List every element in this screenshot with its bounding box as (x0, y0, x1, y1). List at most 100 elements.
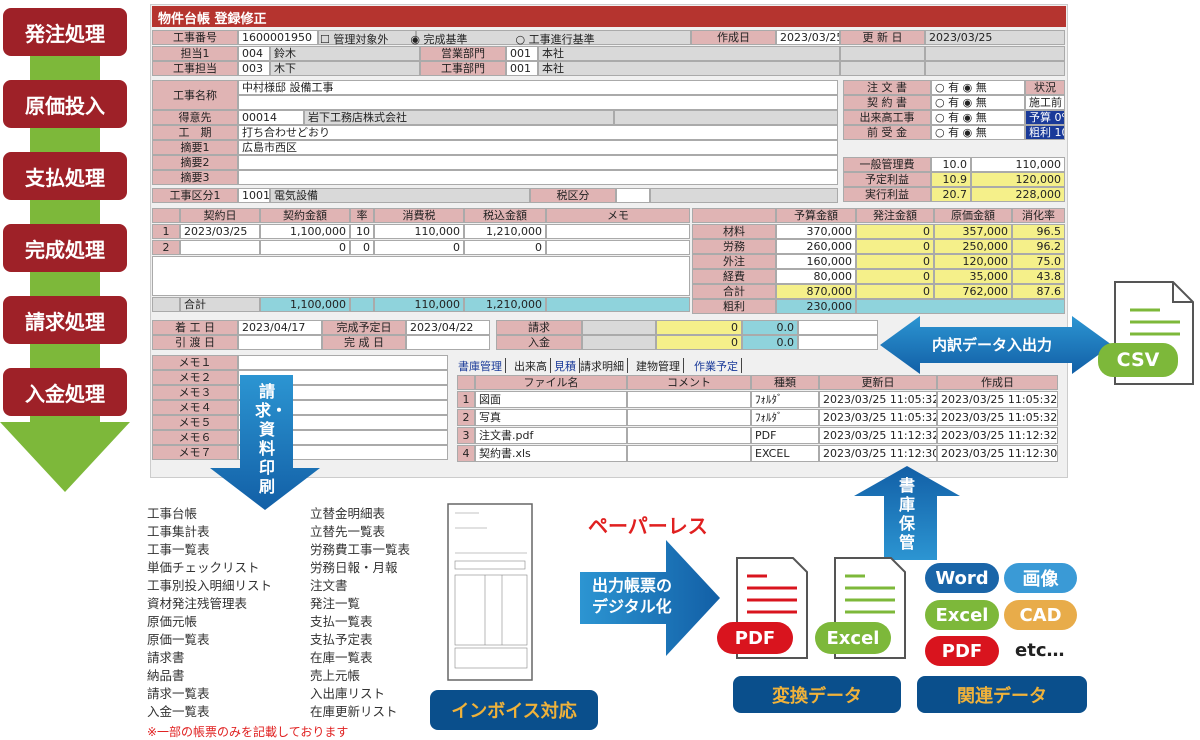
tab[interactable]: 出来高 (511, 358, 551, 373)
budget-cell: 0 (856, 224, 934, 239)
label: 税区分 (530, 188, 616, 203)
contract-cell[interactable]: 1,100,000 (260, 224, 350, 239)
budget-cell: 96.5 (1012, 224, 1065, 239)
cost-rate[interactable]: 10.9 (931, 172, 971, 187)
tanto1-code[interactable]: 004 (238, 46, 270, 61)
file-cell[interactable]: 2023/03/25 11:05:32 (937, 409, 1058, 426)
budget-cell[interactable]: 260,000 (776, 239, 856, 254)
file-cell[interactable]: EXCEL (751, 445, 819, 462)
zei-input[interactable] (616, 188, 650, 203)
tab[interactable]: 請求明細 (577, 358, 628, 373)
tab[interactable]: 作業予定 (691, 358, 742, 373)
eigyo-code[interactable]: 001 (506, 46, 538, 61)
file-cell[interactable]: 4 (457, 445, 475, 462)
meisho-input[interactable]: 中村様邸 設備工事 (238, 80, 838, 95)
kouki-input[interactable]: 打ち合わせどおり (238, 125, 838, 140)
tab[interactable]: 建物管理 (633, 358, 684, 373)
file-cell[interactable]: 2 (457, 409, 475, 426)
file-cell[interactable]: 写真 (475, 409, 627, 426)
sakusei-date[interactable]: 2023/03/25 (776, 30, 840, 45)
contract-cell[interactable]: 10 (350, 224, 374, 239)
status-radio[interactable]: ○ 有 ◉ 無 (931, 110, 1025, 125)
budget-cell[interactable]: 160,000 (776, 254, 856, 269)
file-header[interactable]: コメント (627, 375, 751, 390)
note: ※一部の帳票のみを記載しております (147, 725, 349, 739)
tab[interactable]: 書庫管理 (455, 358, 506, 373)
contract-cell[interactable]: 2023/03/25 (180, 224, 260, 239)
contract-cell[interactable] (180, 240, 260, 255)
meisho-input-2[interactable] (238, 95, 838, 110)
kubun-code[interactable]: 1001 (238, 188, 270, 203)
radio-group (416, 30, 691, 45)
blank (798, 320, 878, 335)
status-radio[interactable]: ○ 有 ◉ 無 (931, 80, 1025, 95)
file-cell[interactable] (627, 427, 751, 444)
tekiyo1-input[interactable]: 広島市西区 (238, 140, 838, 155)
file-cell[interactable] (627, 391, 751, 408)
contract-cell[interactable]: 0 (464, 240, 546, 255)
shinko-radio[interactable]: ○ 工事進行基準 (515, 33, 595, 46)
budget-cell[interactable]: 370,000 (776, 224, 856, 239)
contract-header: 消費税 (374, 208, 464, 223)
yotei-date[interactable]: 2023/04/22 (406, 320, 490, 335)
file-header[interactable]: 作成日 (937, 375, 1058, 390)
invoice-label: インボイス対応 (430, 690, 598, 730)
contract-cell[interactable] (546, 224, 690, 239)
status-radio[interactable]: ○ 有 ◉ 無 (931, 125, 1025, 140)
contract-cell[interactable]: 110,000 (374, 224, 464, 239)
file-cell[interactable]: 図面 (475, 391, 627, 408)
tekiyo2-input[interactable] (238, 155, 838, 170)
chakko-date[interactable]: 2023/04/17 (238, 320, 322, 335)
hikiwatashi-date[interactable] (238, 335, 322, 350)
file-cell[interactable]: 2023/03/25 11:12:30 (819, 445, 937, 462)
blank (614, 110, 838, 125)
contract-cell[interactable]: 0 (374, 240, 464, 255)
contract-cell[interactable] (546, 240, 690, 255)
file-cell[interactable]: 3 (457, 427, 475, 444)
file-cell[interactable]: PDF (751, 427, 819, 444)
cost-rate[interactable]: 10.0 (931, 157, 971, 172)
file-cell[interactable]: 1 (457, 391, 475, 408)
file-cell[interactable]: 2023/03/25 11:05:32 (937, 391, 1058, 408)
file-cell[interactable] (627, 445, 751, 462)
budget-cell: 96.2 (1012, 239, 1065, 254)
kanri-checkbox[interactable]: ☐ 管理対象外 (320, 33, 389, 46)
eigyo-name: 本社 (538, 46, 840, 61)
file-header[interactable]: ファイル名 (475, 375, 627, 390)
file-cell[interactable]: 注文書.pdf (475, 427, 627, 444)
file-cell[interactable]: 契約書.xls (475, 445, 627, 462)
koji-tanto-code[interactable]: 003 (238, 61, 270, 76)
file-cell[interactable]: ﾌｫﾙﾀﾞ (751, 391, 819, 408)
file-cell[interactable] (627, 409, 751, 426)
file-cell[interactable]: 2023/03/25 11:05:32 (819, 409, 937, 426)
memo-input[interactable] (238, 355, 448, 370)
report-list-right: 立替金明細表立替先一覧表労務費工事一覧表労務日報・月報注文書発注一覧支払一覧表支… (310, 505, 410, 721)
file-cell[interactable]: 2023/03/25 11:12:30 (937, 445, 1058, 462)
kansei-date[interactable] (406, 335, 490, 350)
file-header[interactable]: 更新日 (819, 375, 937, 390)
contract-cell[interactable]: 1,210,000 (464, 224, 546, 239)
budget-cell[interactable]: 870,000 (776, 284, 856, 299)
tokui-code[interactable]: 00014 (238, 110, 304, 125)
memo-label: メモ５ (152, 415, 238, 430)
file-cell[interactable]: ﾌｫﾙﾀﾞ (751, 409, 819, 426)
file-cell[interactable]: 2023/03/25 11:05:32 (819, 391, 937, 408)
contract-cell[interactable]: 0 (350, 240, 374, 255)
status-radio[interactable]: ○ 有 ◉ 無 (931, 95, 1025, 110)
report-item: 注文書 (310, 578, 348, 593)
budget-cell: 0 (856, 254, 934, 269)
contract-cell[interactable]: 0 (260, 240, 350, 255)
tab[interactable]: 見積 (551, 358, 580, 373)
cost-rate[interactable]: 20.7 (931, 187, 971, 202)
kansei-radio[interactable]: ◉ 完成基準 (410, 33, 468, 46)
billing-rate: 0.0 (742, 320, 798, 335)
file-header[interactable]: 種類 (751, 375, 819, 390)
koji-bumon-code[interactable]: 001 (506, 61, 538, 76)
tekiyo3-input[interactable] (238, 170, 838, 185)
koji-no-input[interactable]: 1600001950 (238, 30, 318, 45)
budget-cell[interactable]: 80,000 (776, 269, 856, 284)
report-item: 原価元帳 (147, 614, 198, 629)
storage-up-arrow (854, 466, 960, 560)
file-cell[interactable]: 2023/03/25 11:12:32 (937, 427, 1058, 444)
file-cell[interactable]: 2023/03/25 11:12:32 (819, 427, 937, 444)
